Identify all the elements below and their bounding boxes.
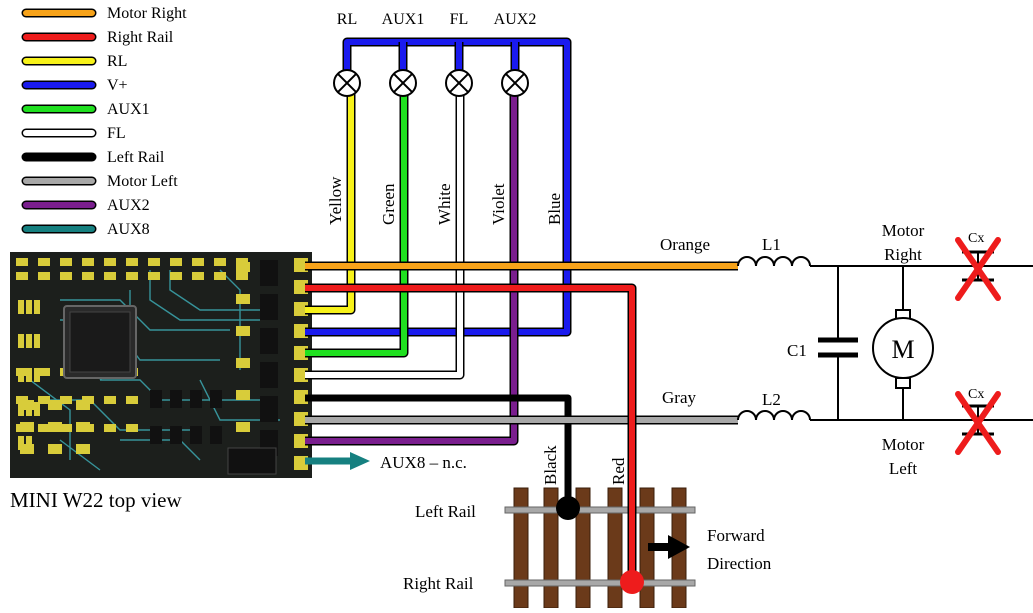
wire-blue <box>305 39 570 335</box>
forward-arrow-icon <box>648 535 690 559</box>
wire-labels: Yellow Green White Violet Blue <box>326 176 564 225</box>
legend-label: FL <box>107 125 126 142</box>
gray-label: Gray <box>662 388 696 407</box>
wire-label: Yellow <box>326 176 345 225</box>
decoder-board <box>10 252 312 478</box>
left-rail <box>504 506 696 514</box>
legend-label: AUX8 <box>107 221 150 238</box>
wire-label: White <box>435 183 454 225</box>
motor-left-line1: Motor <box>882 435 925 454</box>
right-rail-label: Right Rail <box>403 574 474 593</box>
motor-icon <box>872 317 934 379</box>
motor-right-line2: Right <box>884 245 922 264</box>
wire-violet <box>305 88 517 444</box>
wire-label: Violet <box>489 183 508 225</box>
legend-label: Left Rail <box>107 149 165 166</box>
motor-left-line2: Left <box>889 459 918 478</box>
right-rail <box>504 579 696 587</box>
legend-label: Motor Left <box>107 173 178 190</box>
aux8-label: AUX8 – n.c. <box>380 453 467 472</box>
legend-label: Motor Right <box>107 5 187 22</box>
lamp-label: RL <box>337 11 357 28</box>
wire-label: Green <box>379 183 398 225</box>
direction-line1: Forward <box>707 526 765 545</box>
decoder-caption: MINI W22 top view <box>10 488 183 512</box>
motor-right-line1: Motor <box>882 221 925 240</box>
lamp-label: AUX2 <box>494 11 537 28</box>
wire-green <box>305 88 407 356</box>
l2-label: L2 <box>762 390 781 409</box>
red-label: Red <box>609 457 628 485</box>
legend-label: RL <box>107 53 127 70</box>
c1-label: C1 <box>787 341 807 360</box>
orange-label: Orange <box>660 235 710 254</box>
cx-bottom-label: Cx <box>968 387 984 402</box>
legend-label: V+ <box>107 77 128 94</box>
motor-label: M <box>891 335 914 364</box>
l1-label: L1 <box>762 235 781 254</box>
legend-label: AUX2 <box>107 197 150 214</box>
inductor-l1 <box>737 256 811 267</box>
lamp-label: FL <box>450 11 469 28</box>
wire-label: Blue <box>545 193 564 225</box>
left-rail-contact <box>556 496 580 520</box>
lamp-label: AUX1 <box>382 11 425 28</box>
lamp-icon <box>389 69 417 97</box>
inductor-l2 <box>737 410 811 421</box>
right-rail-contact <box>620 570 644 594</box>
wire-red <box>305 285 635 580</box>
direction-line2: Direction <box>707 554 772 573</box>
lamp-icon <box>501 69 529 97</box>
cx-top-label: Cx <box>968 231 984 246</box>
wire-yellow <box>305 88 354 313</box>
left-rail-label: Left Rail <box>415 502 476 521</box>
legend-label: AUX1 <box>107 101 150 118</box>
black-label: Black <box>541 445 560 485</box>
lamp-icon <box>333 69 361 97</box>
lamp-icon <box>445 69 473 97</box>
wire-black <box>305 394 572 505</box>
cx-crossed-out-icon <box>955 237 1001 455</box>
wire-white <box>305 88 463 378</box>
legend-label: Right Rail <box>107 29 174 46</box>
lamps: RL AUX1 FL AUX2 <box>333 11 537 97</box>
aux8-arrow <box>305 452 370 470</box>
